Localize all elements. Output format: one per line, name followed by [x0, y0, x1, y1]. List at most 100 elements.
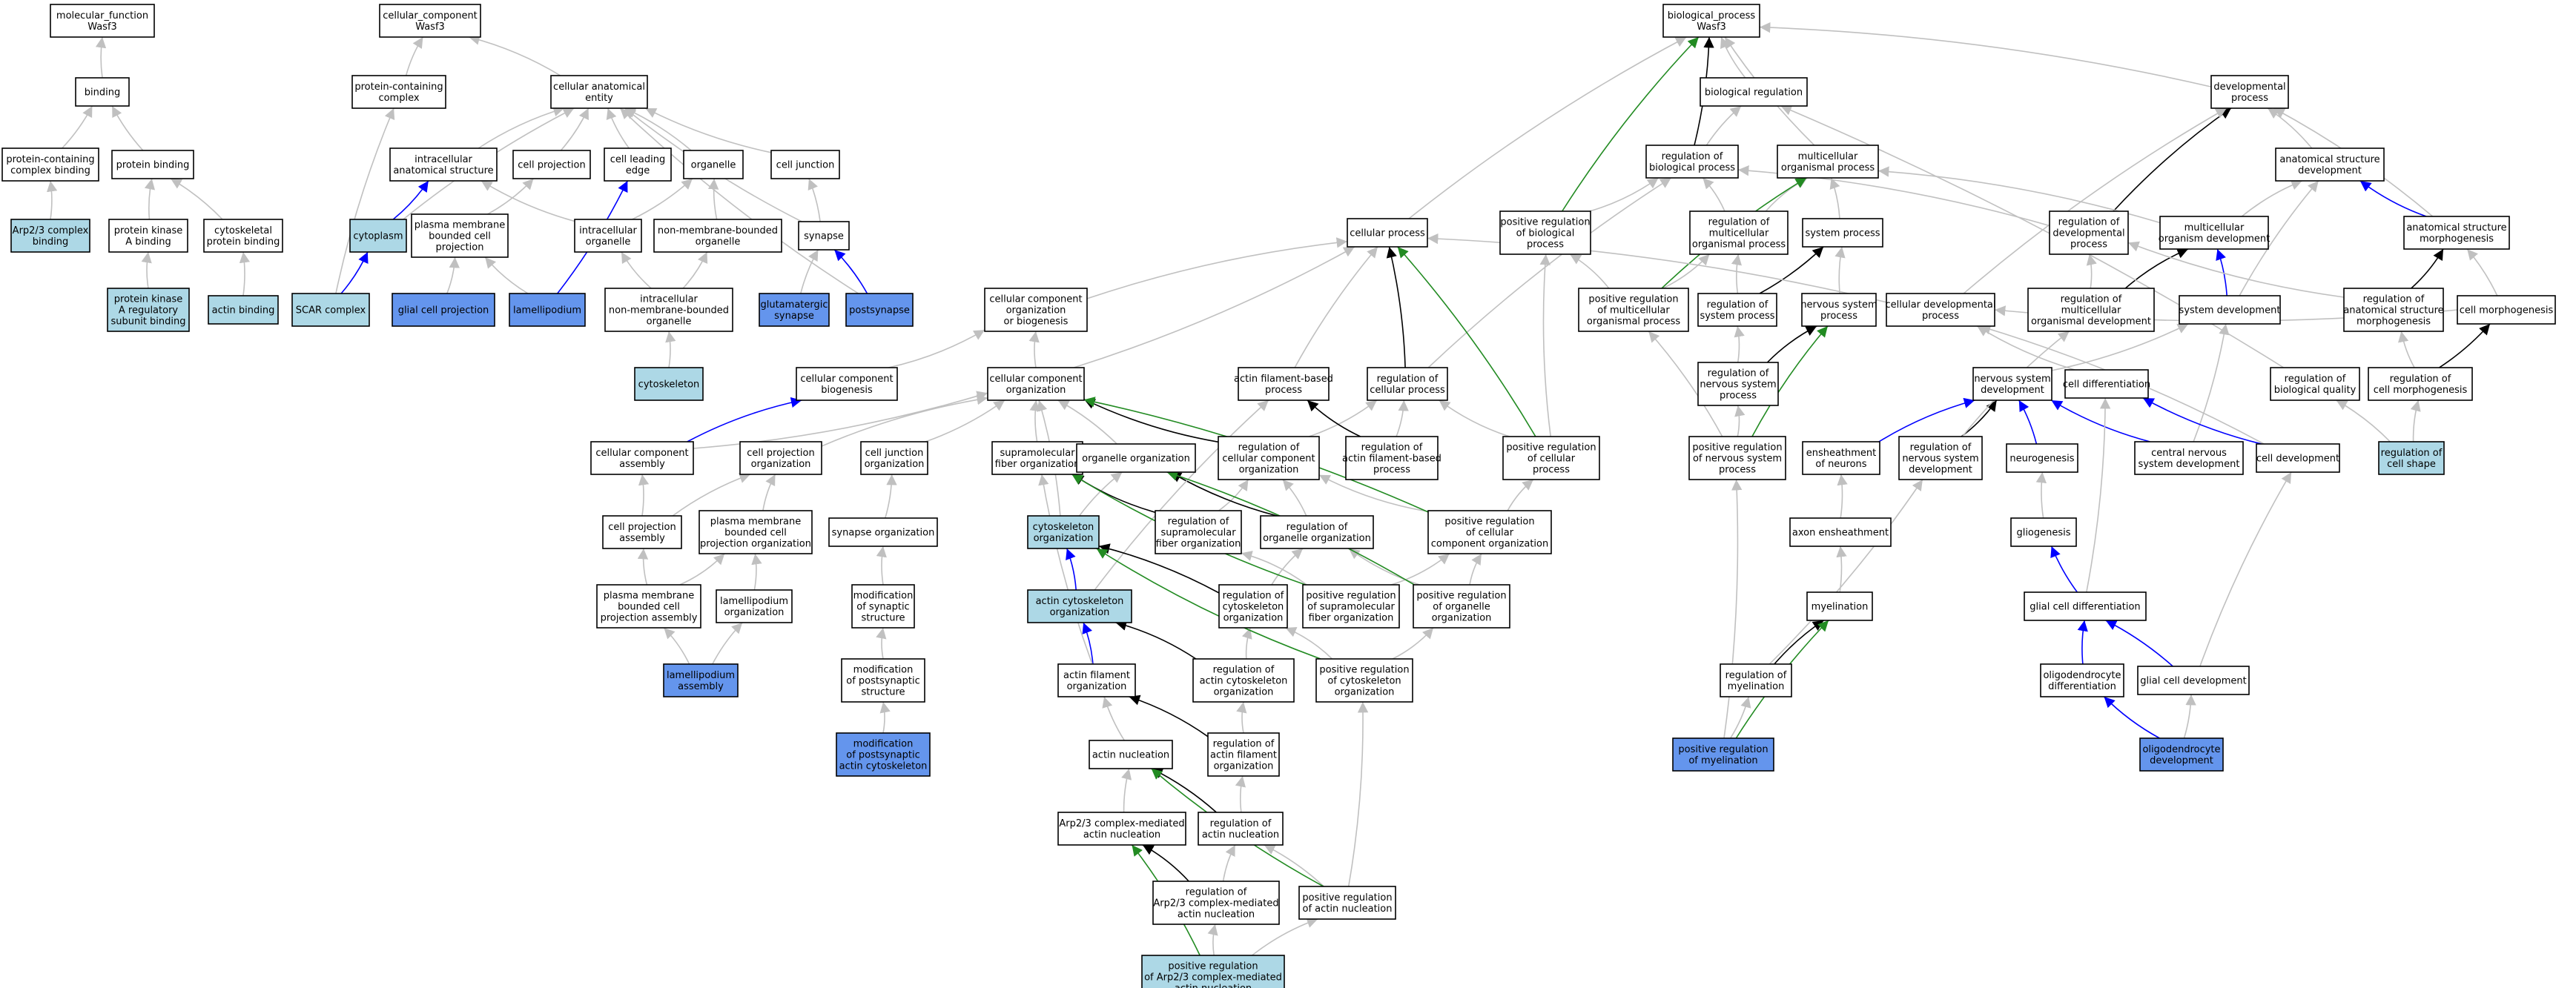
go-term-node-lamel[interactable]: lamellipodium: [509, 293, 586, 327]
go-term-node-breg[interactable]: biological regulation: [1700, 77, 1808, 107]
go-term-node-pb[interactable]: protein binding: [111, 150, 194, 179]
go-term-node-cytoplasm[interactable]: cytoplasm: [349, 219, 407, 253]
go-term-node-binding[interactable]: binding: [75, 77, 130, 107]
go-term-node-neurog[interactable]: neurogenesis: [2006, 443, 2078, 473]
go-term-node-cellp[interactable]: cellular process: [1347, 218, 1428, 248]
go-term-node-gcd[interactable]: glial cell differentiation: [2024, 591, 2147, 621]
go-term-node-sysdev[interactable]: system development: [2179, 295, 2281, 325]
go-term-node-inmbo[interactable]: intracellularnon-membrane-boundedorganel…: [604, 288, 733, 332]
go-term-node-synapse[interactable]: synapse: [798, 221, 850, 251]
go-term-node-sysp[interactable]: system process: [1802, 218, 1883, 248]
go-term-node-cproj[interactable]: cell projection: [512, 150, 591, 179]
go-term-node-cytoskel[interactable]: cytoskeleton: [634, 367, 704, 401]
go-term-node-actnuc[interactable]: actin nucleation: [1089, 740, 1173, 769]
go-term-node-org[interactable]: organelle: [683, 150, 744, 179]
go-term-node-glio[interactable]: gliogenesis: [2010, 517, 2077, 547]
go-term-node-syno[interactable]: synapse organization: [828, 517, 938, 547]
go-term-node-gcp[interactable]: glial cell projection: [392, 293, 495, 327]
go-term-node-axens[interactable]: axon ensheathment: [1789, 517, 1892, 547]
go-term-node-cmorph[interactable]: cell morphogenesis: [2457, 295, 2556, 325]
go-term-node-gcdev[interactable]: glial cell development: [2137, 666, 2250, 695]
go-term-node-cdiff[interactable]: cell differentiation: [2063, 369, 2150, 399]
go-term-node-scar[interactable]: SCAR complex: [291, 293, 370, 327]
go-term-node-celldev[interactable]: cell development: [2256, 443, 2340, 473]
go-term-node-actb[interactable]: actin binding: [208, 295, 279, 325]
go-term-node-myel[interactable]: myelination: [1806, 591, 1873, 621]
